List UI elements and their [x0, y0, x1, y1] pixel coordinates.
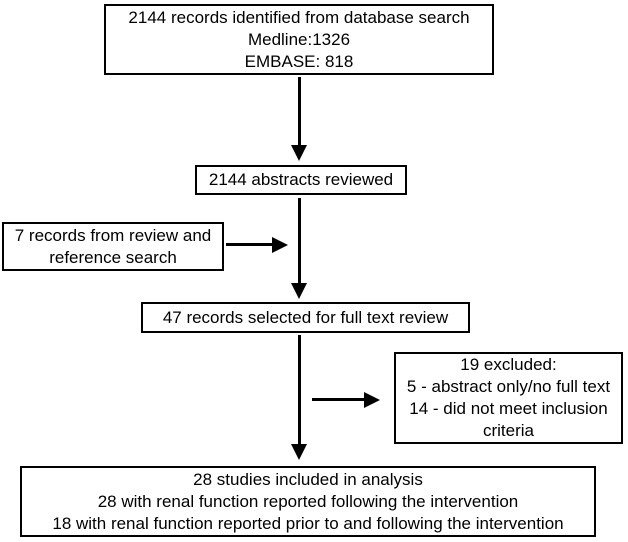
- abstracts-reviewed-label: 2144 abstracts reviewed: [208, 170, 394, 189]
- box-review-reference-records: 7 records from review and reference sear…: [2, 222, 224, 271]
- review-reference-line-1: 7 records from review and: [14, 225, 212, 245]
- records-identified-line: 2144 records identified from database se…: [128, 7, 470, 27]
- arrow-right-head-icon: [364, 392, 380, 408]
- full-text-review-label: 47 records selected for full text review: [162, 307, 449, 327]
- records-identified-embase: EMBASE: 818: [244, 51, 354, 71]
- records-identified-medline: Medline:1326: [247, 29, 351, 49]
- included-line-3: 18 with renal function reported prior to…: [52, 513, 564, 533]
- review-reference-line-2: reference search: [49, 247, 177, 267]
- included-line-2: 28 with renal function reported followin…: [97, 491, 519, 511]
- arrow-down-line-1: [298, 77, 301, 147]
- excluded-abstract-only: 5 - abstract only/no full text: [406, 377, 611, 396]
- included-line-1: 28 studies included in analysis: [193, 469, 423, 489]
- box-studies-included: 28 studies included in analysis 28 with …: [20, 466, 596, 537]
- arrow-right-line-1: [226, 243, 274, 246]
- arrow-down-head-icon: [291, 145, 307, 161]
- excluded-inclusion-criteria: 14 - did not meet inclusion criteria: [409, 399, 608, 440]
- box-excluded-records: 19 excluded: 5 - abstract only/no full t…: [394, 352, 623, 444]
- box-full-text-review: 47 records selected for full text review: [141, 302, 470, 333]
- excluded-heading: 19 excluded:: [460, 355, 557, 374]
- arrow-down-line-3: [298, 335, 301, 445]
- box-abstracts-reviewed: 2144 abstracts reviewed: [195, 165, 407, 195]
- arrow-right-head-icon: [272, 237, 288, 253]
- arrow-down-head-icon: [291, 444, 307, 460]
- box-records-identified: 2144 records identified from database se…: [104, 4, 494, 75]
- arrow-right-line-2: [312, 398, 366, 401]
- arrow-down-line-2: [298, 198, 301, 284]
- arrow-down-head-icon: [291, 283, 307, 299]
